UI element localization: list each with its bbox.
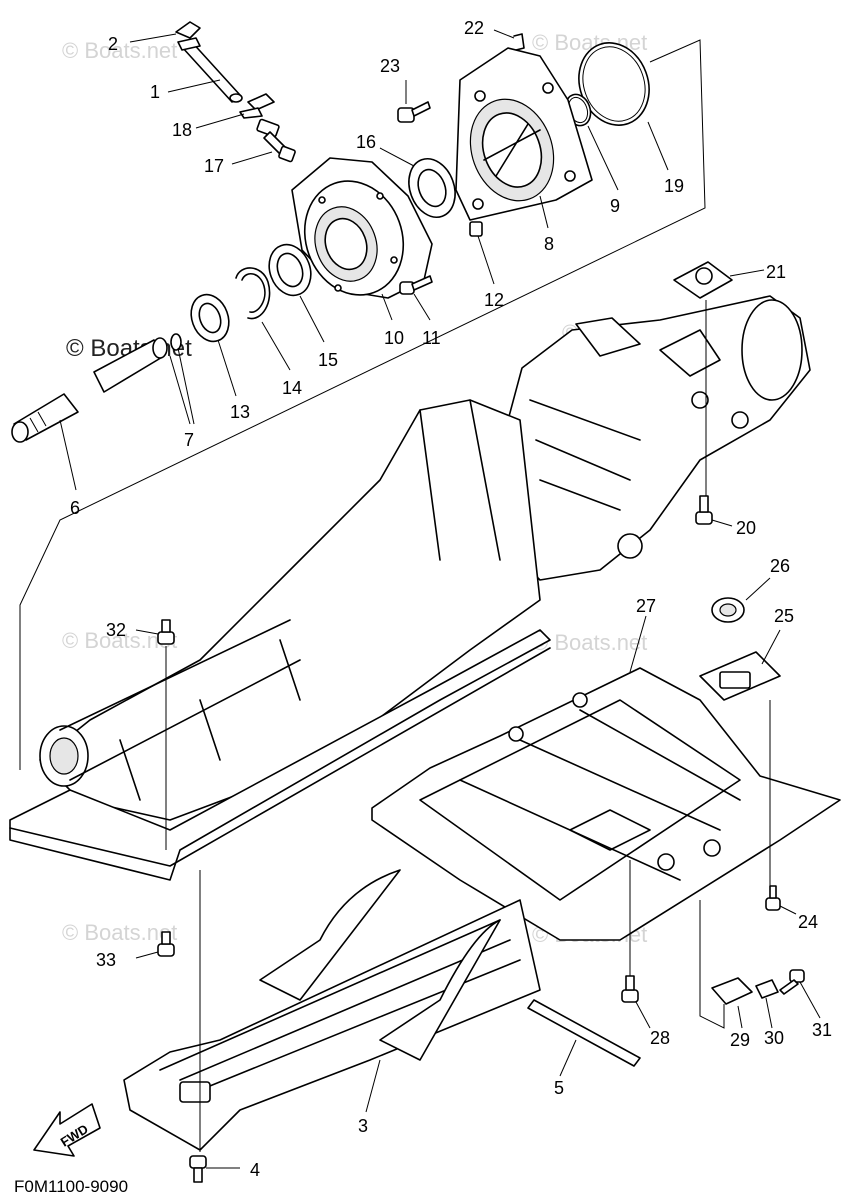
callout-9: 9: [610, 196, 620, 216]
callout-13: 13: [230, 402, 250, 422]
callout-30: 30: [764, 1028, 784, 1048]
callout-7: 7: [184, 430, 194, 450]
part-13-bearing: [190, 293, 230, 343]
watermark: © Boats.net: [532, 630, 647, 655]
callout-4: 4: [250, 1160, 260, 1180]
callout-21: 21: [766, 262, 786, 282]
watermark: © Boats.net: [62, 920, 177, 945]
callout-12: 12: [484, 290, 504, 310]
part-15-seal: [268, 243, 312, 297]
part-3-intake-grate: [123, 869, 541, 1151]
part-7-spacer: [93, 333, 182, 393]
callout-27: 27: [636, 596, 656, 616]
part-12-pin: [469, 221, 483, 237]
part-28-bolt: [621, 975, 639, 1003]
part-14-snap-ring: [235, 267, 271, 320]
callout-3: 3: [358, 1116, 368, 1136]
part-6-shaft: [11, 393, 79, 443]
callout-8: 8: [544, 234, 554, 254]
part-32-bolt: [157, 619, 175, 645]
callout-25: 25: [774, 606, 794, 626]
part-16-bearing: [408, 158, 456, 218]
callout-31: 31: [812, 1020, 832, 1040]
part-10-housing: [291, 157, 433, 299]
callout-15: 15: [318, 350, 338, 370]
part-18-clamp: [239, 93, 275, 119]
callout-22: 22: [464, 18, 484, 38]
figure-code: F0M1100-9090: [14, 1177, 128, 1196]
part-30-washer: [755, 979, 779, 999]
callout-33: 33: [96, 950, 116, 970]
part-25-bracket: [699, 651, 781, 701]
part-1-hose: [181, 39, 243, 103]
callout-11: 11: [422, 328, 441, 348]
callout-23: 23: [380, 56, 400, 76]
callout-18: 18: [172, 120, 192, 140]
part-11-bolt: [399, 275, 433, 295]
callout-28: 28: [650, 1028, 670, 1048]
watermark: © Boats.net: [62, 38, 177, 63]
callout-29: 29: [730, 1030, 750, 1050]
part-31-bolt: [779, 969, 805, 995]
callout-16: 16: [356, 132, 376, 152]
base-plate: [9, 629, 551, 881]
part-8-housing: [455, 47, 593, 221]
callout-5: 5: [554, 1078, 564, 1098]
callout-20: 20: [736, 518, 756, 538]
jet-pump-assembly: [499, 295, 811, 581]
leader-lines: [59, 29, 821, 1169]
intake-duct: [39, 399, 541, 821]
callout-14: 14: [282, 378, 302, 398]
part-24-bolt: [765, 885, 781, 911]
part-22-clip: [513, 33, 525, 51]
part-33-bolt: [157, 931, 175, 957]
part-27-ride-plate: [371, 667, 841, 941]
part-20-bolt: [695, 495, 713, 525]
part-17-bolt: [256, 118, 296, 163]
part-2-clamp: [175, 21, 201, 51]
part-29-block: [711, 977, 753, 1005]
callout-24: 24: [798, 912, 818, 932]
callout-1: 1: [150, 82, 160, 102]
fwd-arrow: FWD: [33, 1103, 101, 1157]
part-26-grommet: [711, 597, 745, 623]
callout-labels: 2 1 18 17 23 22 16 19 9 8 12 10 11 15 14…: [70, 18, 832, 1180]
part-5-strip: [527, 999, 641, 1067]
callout-26: 26: [770, 556, 790, 576]
callout-17: 17: [204, 156, 224, 176]
callout-6: 6: [70, 498, 80, 518]
callout-2: 2: [108, 34, 118, 54]
group-boundary: [19, 39, 706, 770]
callout-32: 32: [106, 620, 126, 640]
callout-10: 10: [384, 328, 404, 348]
callout-19: 19: [664, 176, 684, 196]
part-4-bolt: [189, 1155, 207, 1183]
part-21-mount: [673, 261, 733, 299]
part-23-bolt: [397, 101, 431, 123]
